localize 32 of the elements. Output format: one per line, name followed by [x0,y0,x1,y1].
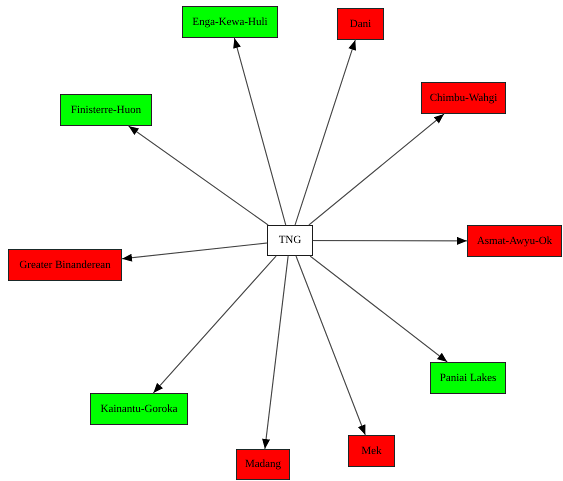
node-label: Dani [350,16,372,32]
arrow [152,256,277,394]
node-label: Kainantu-Goroka [100,402,178,417]
node-box [90,393,188,425]
arrow [294,40,356,226]
node-box [236,449,290,480]
node-box [430,362,506,394]
node-label: Finisterre-Huon [70,102,142,118]
node-label: TNG [278,233,302,248]
arrow [295,256,366,436]
node-label: Enga-Kewa-Huli [192,14,268,30]
node-box [467,225,562,257]
node-box [348,435,395,467]
arrow [122,242,268,262]
node-box [421,82,506,114]
node-label: Greater Binanderean [19,258,111,273]
arrow [310,256,448,362]
node-box [60,94,152,126]
node-label: Mek [361,444,382,459]
node-box [267,225,313,256]
arrow [128,126,268,226]
node-label: Madang [244,457,282,472]
node-label: Chimbu-Wahgi [430,90,498,106]
node-label: Paniai Lakes [440,370,496,386]
node-box [8,249,122,281]
node-box [337,8,384,40]
arrow [308,114,444,226]
node-label: Asmat-Awyu-Ok [476,234,552,249]
arrow [262,256,289,450]
arrow [313,236,467,245]
arrow [233,38,286,226]
node-box [182,6,278,38]
